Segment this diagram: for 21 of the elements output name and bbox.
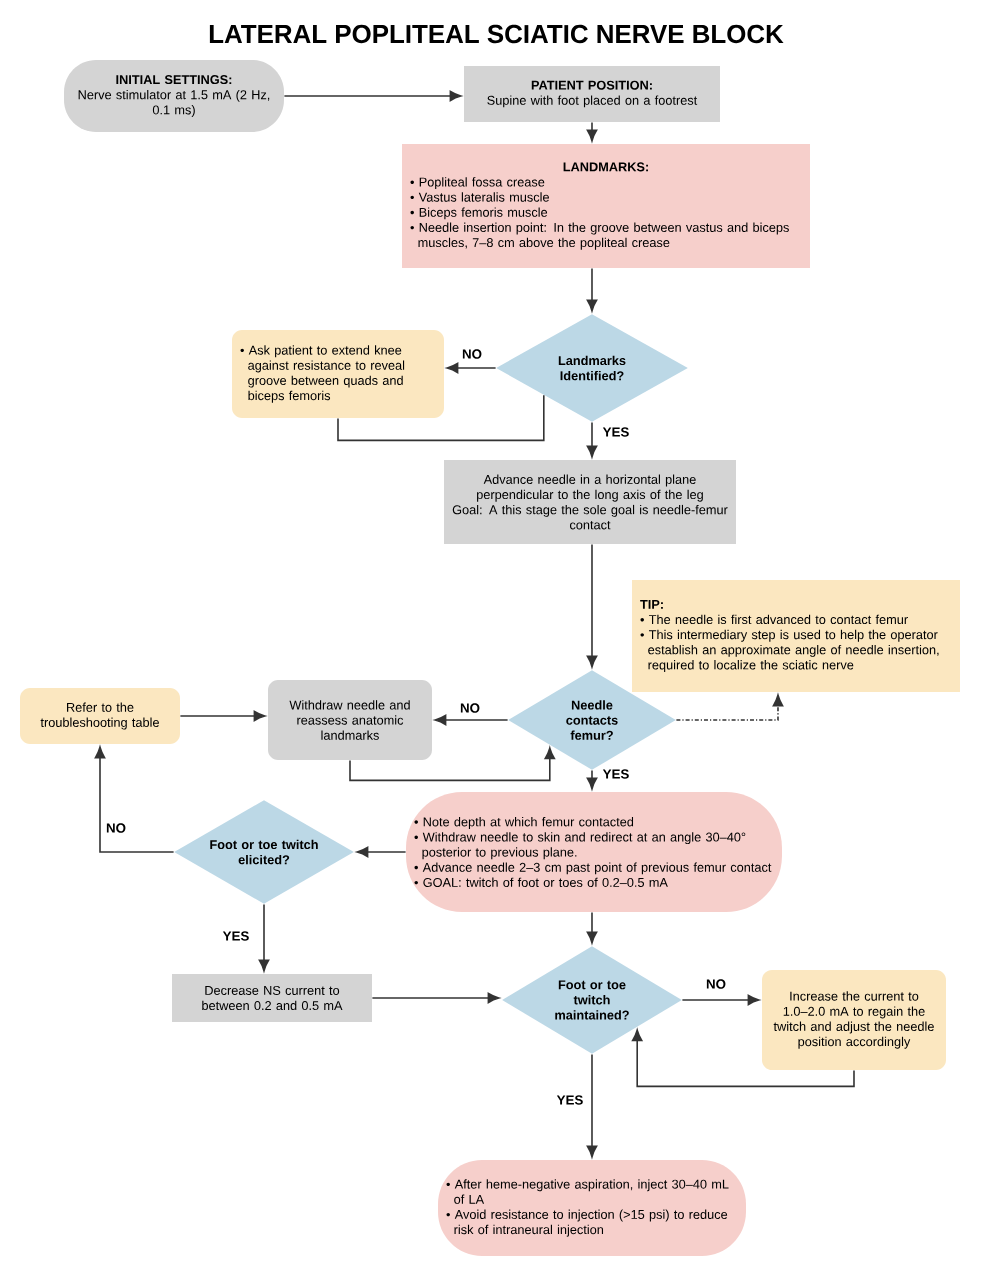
arrow — [283, 90, 462, 102]
arrow — [586, 1053, 598, 1158]
connector-line — [337, 394, 545, 442]
arrow — [434, 714, 509, 726]
arrow — [586, 543, 598, 668]
arrow — [586, 267, 598, 312]
title: LATERAL POPLITEAL SCIATIC NERVE BLOCK — [209, 24, 784, 44]
arrow — [371, 992, 500, 1004]
arrow — [681, 994, 760, 1006]
dashed-arrow — [675, 694, 784, 721]
arrow — [179, 710, 266, 722]
arrow — [258, 903, 270, 972]
arrow — [586, 911, 598, 944]
arrow — [446, 362, 497, 374]
arrow — [349, 747, 556, 782]
arrow — [586, 421, 598, 458]
arrow — [586, 121, 598, 142]
arrow — [631, 1029, 855, 1088]
arrow — [94, 746, 175, 853]
arrow — [586, 769, 598, 790]
arrow — [356, 846, 407, 858]
